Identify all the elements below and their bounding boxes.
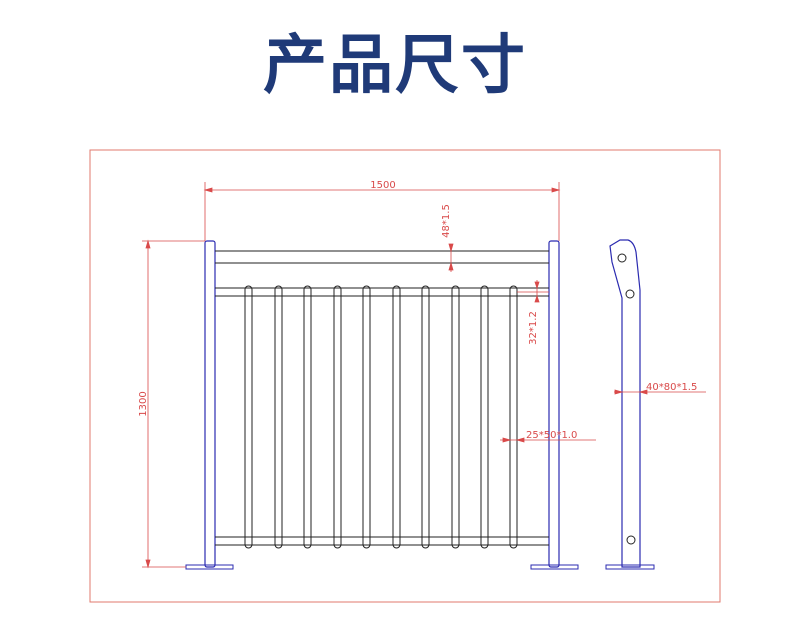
baluster	[509, 285, 518, 549]
balusters	[244, 285, 518, 549]
baluster	[392, 285, 401, 549]
rail-leader	[517, 280, 549, 303]
baluster	[451, 285, 460, 549]
middle-rail	[215, 287, 549, 297]
baluster	[274, 285, 283, 549]
height-dimension	[142, 239, 205, 569]
page-title: 产品尺寸	[263, 29, 527, 103]
rail-label: 32*1.2	[528, 311, 539, 345]
drawing-frame	[89, 149, 721, 603]
right-post	[530, 240, 579, 570]
bolt-hole	[625, 289, 635, 299]
baluster	[362, 285, 371, 549]
baluster	[421, 285, 430, 549]
height-label: 1300	[138, 391, 149, 416]
bolt-hole	[617, 253, 627, 263]
baluster	[244, 285, 253, 549]
bottom-rail	[215, 536, 549, 546]
width-label: 1500	[370, 180, 395, 191]
bolt-hole	[626, 535, 636, 545]
post-label: 40*80*1.5	[646, 382, 697, 393]
baluster-leader	[500, 437, 596, 443]
top-rail	[215, 250, 549, 264]
top-rail-leader	[448, 243, 454, 272]
side-view-post	[605, 239, 655, 570]
width-dimension	[203, 182, 561, 241]
left-post	[185, 240, 234, 570]
top-rail-label: 48*1.5	[441, 204, 452, 238]
baluster	[303, 285, 312, 549]
baluster	[480, 285, 489, 549]
baluster	[333, 285, 342, 549]
post-leader	[614, 389, 706, 395]
side-view-holes	[617, 253, 636, 545]
baluster-label: 25*50*1.0	[526, 430, 577, 441]
